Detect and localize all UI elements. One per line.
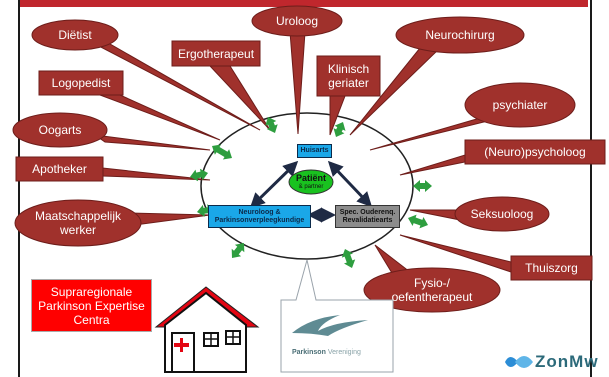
patient-label: Patiënt	[296, 173, 327, 183]
callout-uroloog	[251, 5, 343, 135]
right-border-line	[590, 0, 592, 377]
neuroloog-line2: Parkinsonverpleegkundige	[214, 216, 305, 224]
expertise-line3: Centra	[73, 312, 110, 327]
zonmw-logo-icon	[505, 356, 533, 368]
left-border-line	[18, 0, 20, 377]
callout-seksuoloog	[409, 196, 550, 232]
callout-shape-uroloog	[251, 5, 343, 37]
callout-oogarts	[12, 112, 211, 151]
parkinson-bird-logo	[292, 315, 368, 336]
green-double-arrow-3	[333, 122, 346, 137]
callout-tail-logopedist	[99, 94, 221, 141]
callout-shape-oogarts	[12, 112, 108, 148]
callout-shape-neurochirurg	[395, 16, 525, 54]
neuroloog-box: Neuroloog & Parkinsonverpleegkundige	[208, 205, 311, 228]
callout-label-psychiater: psychiater	[492, 98, 548, 112]
callout-apotheker	[15, 156, 211, 182]
callout-tail-ergotherapeut	[208, 65, 271, 131]
callout-label-oogarts: Oogarts	[38, 123, 82, 137]
callout-shape-maatschappelijk-werker	[14, 199, 142, 247]
callout-shape-dietist	[31, 19, 119, 51]
callout-logopedist	[38, 70, 221, 141]
parkinson-vereniging-text: Parkinson Vereniging	[292, 349, 361, 356]
green-double-arrow-5	[408, 214, 428, 229]
callout-label-neurochirurg: Neurochirurg	[425, 28, 495, 42]
callout-neuropsycholoog	[399, 139, 606, 176]
callout-shape-fysio	[363, 267, 501, 313]
callout-shape-logopedist	[38, 70, 124, 96]
callout-label-neuropsycholoog: (Neuro)psycholoog	[484, 145, 586, 159]
parkinson-word: Parkinson	[292, 349, 326, 356]
patient-oval	[288, 169, 334, 195]
callout-label-maatschappelijk-werker: Maatschappelijk werker	[34, 209, 122, 237]
vereniging-word: Vereniging	[327, 349, 361, 356]
callout-shape-ergotherapeut	[171, 40, 261, 67]
callout-fysio	[363, 244, 501, 313]
callout-label-ergotherapeut: Ergotherapeut	[177, 46, 255, 61]
callout-label-dietist: Diëtist	[58, 28, 92, 42]
callout-label-seksuoloog: Seksuoloog	[470, 207, 534, 221]
expertise-line1: Supraregionale	[50, 284, 133, 299]
callout-neurochirurg	[349, 16, 525, 136]
zonmw-logo-text: ZonMw	[535, 352, 599, 371]
green-double-arrow-6	[190, 168, 208, 182]
expertise-line2: Parkinson Expertise	[38, 298, 145, 313]
callout-thuiszorg	[399, 234, 593, 281]
callout-tail-oogarts	[94, 134, 211, 151]
spec-line2: Revalidatiearts	[342, 216, 393, 224]
green-double-arrow-1	[212, 144, 232, 160]
callout-psychiater	[369, 82, 576, 151]
green-double-arrow-4	[413, 180, 432, 192]
neuroloog-line1: Neuroloog &	[238, 208, 281, 216]
partner-label: & partner	[298, 184, 324, 190]
callout-dietist	[31, 19, 261, 131]
expertise-centre-box: Supraregionale Parkinson Expertise Centr…	[31, 279, 152, 332]
house-icon	[154, 286, 260, 373]
arrow-huisarts-neuroloog	[249, 160, 299, 209]
callout-label-apotheker: Apotheker	[32, 162, 87, 176]
callout-shape-neuropsycholoog	[464, 139, 606, 165]
green-double-arrow-8	[231, 243, 245, 258]
callout-label-logopedist: Logopedist	[51, 76, 111, 90]
callout-label-klinisch-geriater: Klinisch geriater	[327, 62, 370, 90]
spec-line1: Spec. Ouderenq.	[339, 208, 396, 216]
title-bar	[20, 0, 588, 7]
arrow-huisarts-spec	[327, 160, 373, 208]
callout-shape-psychiater	[464, 82, 576, 128]
callout-shape-thuiszorg	[510, 255, 593, 281]
callout-tail-maatschappelijk-werker	[129, 212, 211, 226]
callout-label-fysio: Fysio-/ oefentherapeut	[391, 276, 473, 304]
callout-tail-thuiszorg	[399, 234, 512, 273]
spec-box: Spec. Ouderenq. Revalidatiearts	[335, 205, 400, 228]
green-double-arrow-2	[265, 117, 278, 133]
huisarts-box: Huisarts	[297, 144, 332, 158]
callout-tail-neuropsycholoog	[399, 154, 466, 176]
callout-shape-apotheker	[15, 156, 104, 182]
callout-ergotherapeut	[171, 40, 271, 131]
callout-maatschappelijk-werker	[14, 199, 211, 247]
callout-klinisch-geriater	[316, 55, 381, 136]
green-double-arrow-9	[341, 249, 356, 268]
callout-shape-klinisch-geriater	[316, 55, 381, 97]
callout-label-thuiszorg: Thuiszorg	[525, 261, 578, 275]
callout-label-uroloog: Uroloog	[275, 14, 319, 28]
callout-shape-seksuoloog	[454, 196, 550, 232]
